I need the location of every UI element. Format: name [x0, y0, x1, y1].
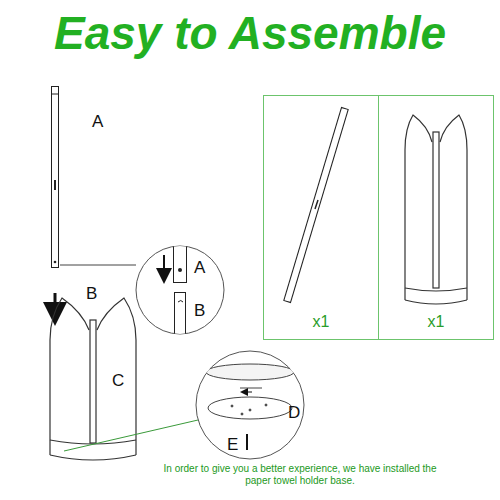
part-letter: B — [194, 302, 205, 319]
part-letter: B — [86, 285, 97, 302]
caption-note: In order to give you a better experience… — [150, 463, 450, 486]
title: Easy to Assemble — [54, 10, 446, 56]
quantity-text: x1 — [379, 313, 493, 331]
part-letter: E — [227, 436, 238, 453]
parts-panel: x1 — [378, 95, 494, 340]
quantity-text: x1 — [264, 313, 378, 331]
part-letter: D — [288, 404, 300, 421]
part-letter: C — [112, 372, 124, 389]
parts-panel: x1 — [263, 95, 379, 340]
part-letter: A — [92, 113, 103, 130]
part-letter: A — [194, 259, 205, 276]
